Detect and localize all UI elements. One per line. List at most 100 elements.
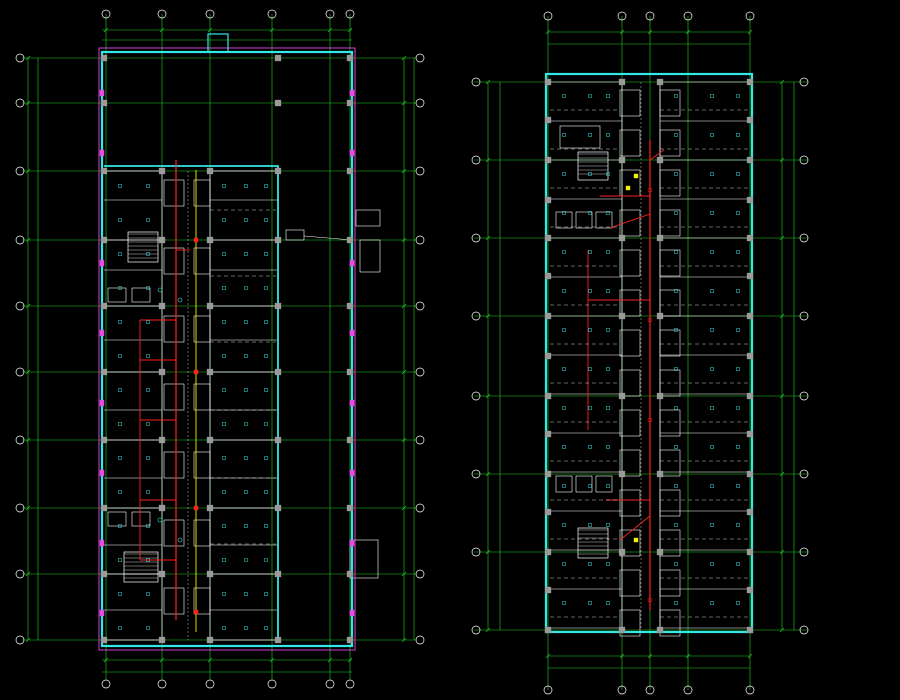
sprinkler-head <box>588 211 592 215</box>
column <box>544 196 552 204</box>
axis-bubble-bottom <box>683 685 693 695</box>
sprinkler-head <box>588 445 592 449</box>
sprinkler-head <box>146 558 150 562</box>
stair-core <box>123 551 159 583</box>
valve-device <box>193 505 199 511</box>
sprinkler-head <box>118 422 122 426</box>
column <box>746 78 754 86</box>
bathroom-block <box>193 179 211 207</box>
wall-marker <box>99 539 105 547</box>
sprinkler-head <box>710 328 714 332</box>
axis-bubble-top <box>345 9 355 19</box>
axis-bubble-left <box>15 569 25 579</box>
column <box>206 504 214 512</box>
axis-bubble-left <box>471 391 481 401</box>
dimension-tick <box>25 571 31 577</box>
sprinkler-head <box>118 218 122 222</box>
dimension-tick <box>647 653 653 659</box>
dimension-tick <box>401 303 407 309</box>
sprinkler-head <box>674 94 678 98</box>
riser-device <box>177 297 183 303</box>
wall-marker <box>99 89 105 97</box>
column <box>100 167 108 175</box>
sprinkler-head <box>588 133 592 137</box>
sprinkler-head <box>118 524 122 528</box>
sprinkler-head <box>710 94 714 98</box>
dimension-tick <box>103 27 109 33</box>
sprinkler-head <box>264 354 268 358</box>
column <box>544 78 552 86</box>
column <box>274 236 282 244</box>
axis-bubble-right <box>799 233 809 243</box>
dimension-tick <box>485 235 491 241</box>
wall-marker <box>349 149 355 157</box>
dimension-tick <box>779 471 785 477</box>
column <box>346 368 354 376</box>
sprinkler-head <box>710 172 714 176</box>
sprinkler-head <box>118 320 122 324</box>
dimension-tick <box>747 29 753 35</box>
axis-bubble-bottom <box>543 685 553 695</box>
sprinkler-head <box>736 133 740 137</box>
column <box>346 436 354 444</box>
axis-bubble-top <box>645 11 655 21</box>
bathroom-block <box>659 289 681 317</box>
equipment-box <box>285 229 305 241</box>
sprinkler-head <box>146 184 150 188</box>
column <box>618 392 626 400</box>
sprinkler-head <box>118 184 122 188</box>
sprinkler-head <box>606 211 610 215</box>
sprinkler-head <box>606 562 610 566</box>
wall-marker <box>349 539 355 547</box>
bathroom-block <box>193 519 211 547</box>
riser-device <box>157 517 163 523</box>
sprinkler-head <box>736 523 740 527</box>
column <box>100 436 108 444</box>
wall-marker <box>349 609 355 617</box>
sprinkler-head <box>264 422 268 426</box>
structural-columns <box>100 54 354 644</box>
column <box>100 302 108 310</box>
axis-bubble-left <box>471 547 481 557</box>
riser-device <box>647 187 653 193</box>
sprinkler-head <box>736 211 740 215</box>
riser-device <box>647 597 653 603</box>
column <box>544 156 552 164</box>
riser-device <box>647 317 653 323</box>
sprinkler-head <box>244 286 248 290</box>
sprinkler-head <box>674 289 678 293</box>
axis-bubble-left <box>15 301 25 311</box>
wall-marker <box>99 399 105 407</box>
sprinkler-head <box>710 211 714 215</box>
sprinkler-head <box>736 328 740 332</box>
wall-marker <box>99 149 105 157</box>
outer-wall-magenta <box>98 47 356 651</box>
sprinkler-head <box>588 328 592 332</box>
column <box>656 312 664 320</box>
axis-bubble-bottom <box>101 679 111 689</box>
column <box>746 586 754 594</box>
toilet-room <box>559 125 601 149</box>
wall-marker <box>349 399 355 407</box>
dimension-tick <box>401 100 407 106</box>
dimension-tick <box>485 549 491 555</box>
dimension-tick <box>25 237 31 243</box>
axis-bubble-bottom <box>325 679 335 689</box>
dimension-tick <box>779 157 785 163</box>
dimension-tick <box>485 393 491 399</box>
bathroom-block <box>619 609 641 637</box>
stair-core <box>127 231 159 263</box>
sprinkler-devices <box>562 94 740 605</box>
column <box>544 586 552 594</box>
dimension-lines <box>25 27 415 673</box>
column <box>274 167 282 175</box>
bathroom-block <box>163 451 185 479</box>
sprinkler-head <box>606 172 610 176</box>
sprinkler-head <box>562 367 566 371</box>
sprinkler-head <box>264 218 268 222</box>
axis-bubble-bottom <box>645 685 655 695</box>
sprinkler-head <box>736 94 740 98</box>
column <box>746 196 754 204</box>
column <box>274 54 282 62</box>
sprinkler-head <box>736 484 740 488</box>
